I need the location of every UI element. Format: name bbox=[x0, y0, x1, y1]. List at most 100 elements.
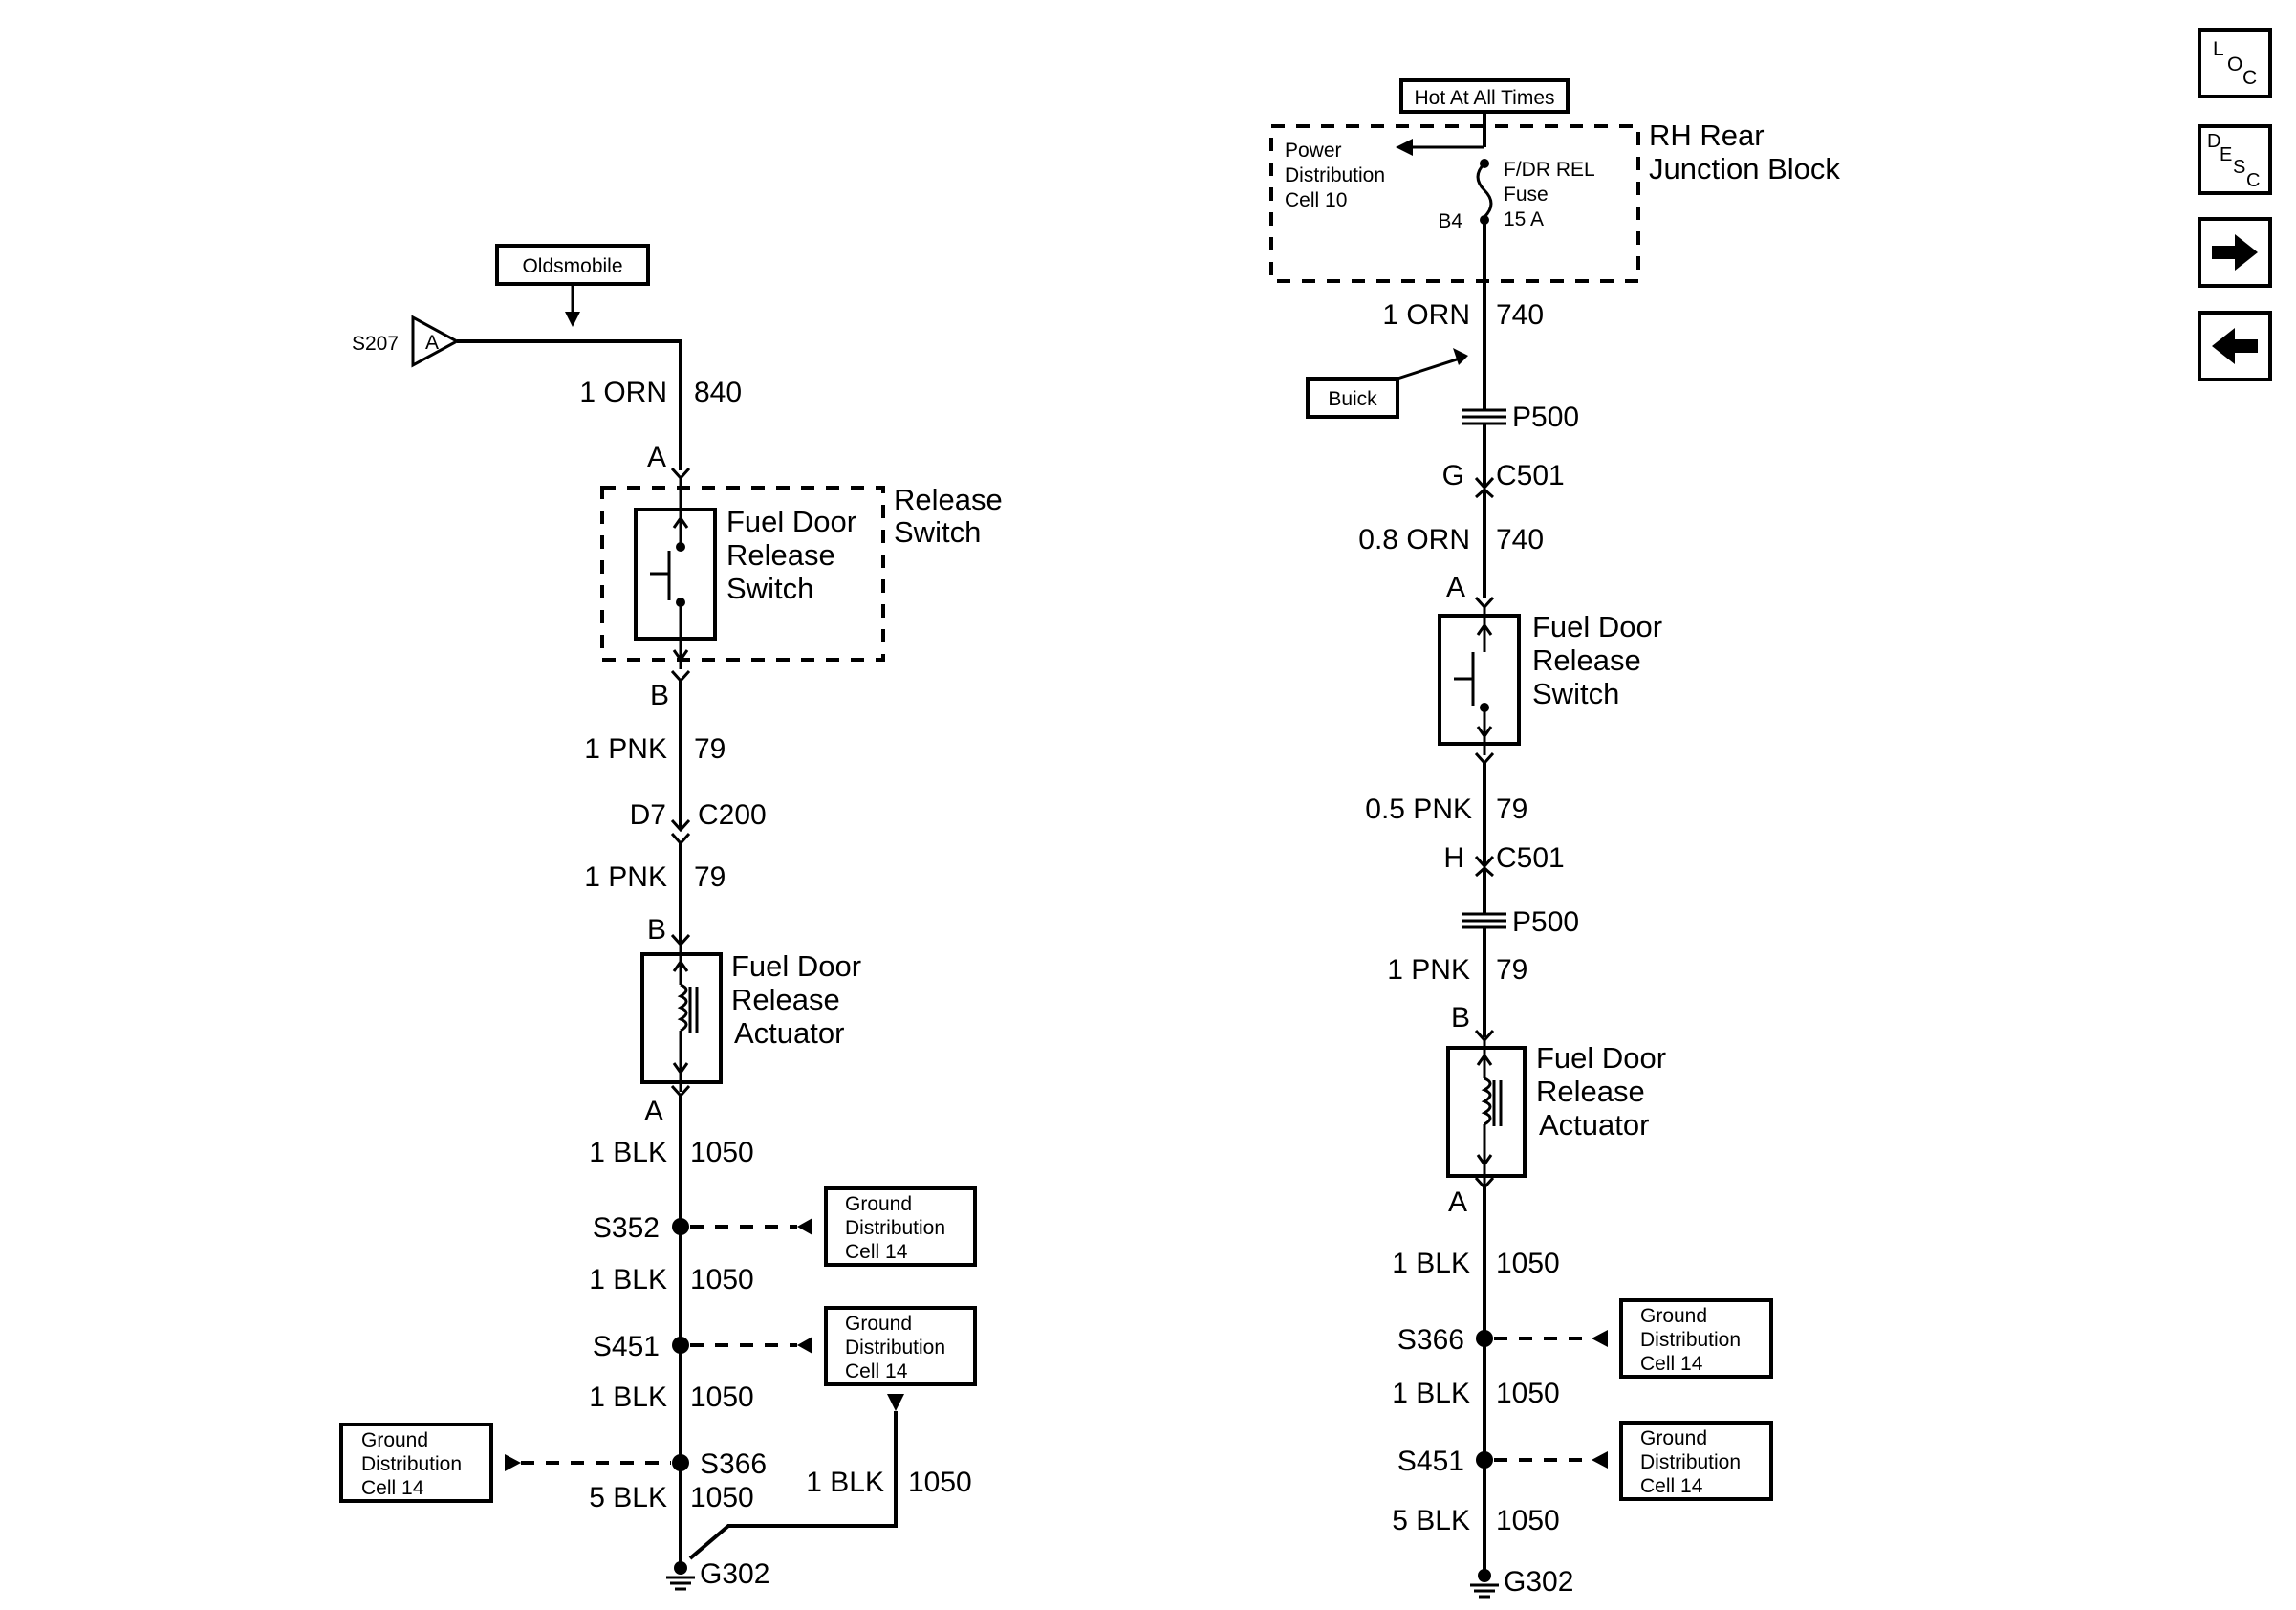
ground-distribution-box bbox=[1619, 1298, 1773, 1379]
ground-distribution-box bbox=[824, 1186, 977, 1267]
splice-s366: S366 bbox=[700, 1448, 767, 1480]
connector-pin: H bbox=[1443, 842, 1464, 874]
ground-distribution-label: Cell 14 bbox=[361, 1477, 424, 1499]
arrow-down-icon bbox=[565, 312, 580, 327]
desc-icon: D bbox=[2207, 131, 2220, 152]
pin-label: B bbox=[650, 680, 669, 711]
right-arrow-icon bbox=[2212, 234, 2258, 271]
splice-s366: S366 bbox=[1397, 1324, 1464, 1356]
actuator-label: Actuator bbox=[734, 1016, 844, 1050]
pin-label: B bbox=[1451, 1002, 1470, 1033]
next-button[interactable] bbox=[2198, 217, 2272, 288]
wire-circuit-label: 79 bbox=[694, 733, 726, 765]
connector-c501: C501 bbox=[1496, 842, 1565, 874]
ground-g302: G302 bbox=[700, 1558, 769, 1590]
buick-label-box bbox=[1306, 377, 1399, 419]
ground-distribution-label: Cell 14 bbox=[1640, 1353, 1703, 1375]
wire-gauge-label: 1 BLK bbox=[806, 1467, 884, 1498]
wire-gauge-label: 1 ORN bbox=[1382, 299, 1470, 331]
wire-gauge-label: 0.8 ORN bbox=[1358, 524, 1470, 555]
ground-distribution-label: Ground bbox=[845, 1193, 912, 1215]
release-switch-enclosure bbox=[600, 486, 885, 662]
wire-circuit-label: 1050 bbox=[690, 1137, 754, 1168]
prev-button[interactable] bbox=[2198, 311, 2272, 381]
splice-s207-pin: A bbox=[425, 332, 439, 354]
switch-label: Fuel Door bbox=[1532, 610, 1662, 643]
fuse-label: 15 A bbox=[1504, 208, 1544, 230]
ground-distribution-label: Ground bbox=[845, 1313, 912, 1335]
splice-s352: S352 bbox=[593, 1212, 660, 1244]
pin-label: A bbox=[647, 442, 666, 473]
ground-distribution-label: Cell 14 bbox=[1640, 1475, 1703, 1497]
actuator-label: Fuel Door bbox=[731, 949, 861, 983]
loc-icon: L bbox=[2213, 38, 2224, 60]
release-switch-label: Release bbox=[894, 483, 1003, 516]
ground-distribution-label: Ground bbox=[1640, 1427, 1707, 1449]
ground-distribution-label: Distribution bbox=[361, 1453, 462, 1475]
wire-circuit-label: 1050 bbox=[1496, 1378, 1560, 1409]
splice-dot bbox=[672, 1337, 689, 1354]
pin-label: A bbox=[644, 1096, 663, 1127]
ground-distribution-label: Distribution bbox=[1640, 1329, 1741, 1351]
fuel-door-release-switch bbox=[1438, 614, 1521, 746]
power-distribution-label: Cell 10 bbox=[1285, 189, 1347, 211]
connector-c200: C200 bbox=[698, 799, 767, 831]
pin-label: B bbox=[647, 914, 666, 946]
wire-gauge-label: 1 BLK bbox=[589, 1264, 667, 1295]
power-distribution-label: Distribution bbox=[1285, 164, 1385, 186]
ground-distribution-label: Distribution bbox=[1640, 1451, 1741, 1473]
switch-label: Fuel Door bbox=[726, 505, 856, 538]
wire-circuit-label: 1050 bbox=[690, 1264, 754, 1295]
ground-distribution-box bbox=[1619, 1421, 1773, 1501]
desc-button[interactable]: D E S C bbox=[2198, 124, 2272, 195]
wire-circuit-label: 740 bbox=[1496, 299, 1544, 331]
svg-text:C: C bbox=[2242, 67, 2257, 89]
svg-text:S: S bbox=[2233, 157, 2245, 178]
pin-label: A bbox=[1448, 1186, 1467, 1218]
svg-text:O: O bbox=[2227, 54, 2242, 76]
oldsmobile-label: Oldsmobile bbox=[522, 255, 622, 277]
connector-p500: P500 bbox=[1512, 402, 1579, 433]
splice-s451: S451 bbox=[1397, 1446, 1464, 1477]
power-distribution-label: Power bbox=[1285, 140, 1342, 162]
wire-gauge-label: 1 BLK bbox=[1392, 1378, 1470, 1409]
junction-block-label: Junction Block bbox=[1649, 152, 1840, 185]
splice-dot bbox=[672, 1218, 689, 1235]
wire-circuit-label: 1050 bbox=[690, 1482, 754, 1513]
junction-block-label: RH Rear bbox=[1649, 119, 1765, 152]
splice-dot bbox=[1476, 1451, 1493, 1469]
wire-gauge-label: 0.5 PNK bbox=[1365, 794, 1472, 825]
wire-gauge-label: 1 PNK bbox=[584, 861, 667, 893]
ground-distribution-label: Distribution bbox=[845, 1337, 945, 1359]
fuel-door-release-switch bbox=[634, 508, 717, 641]
switch-label: Release bbox=[1532, 643, 1641, 677]
nav-buttons: L O C D E S C bbox=[2198, 28, 2272, 381]
left-circuit: Oldsmobile S207 A 1 ORN 840 A Release Sw… bbox=[339, 244, 1003, 1591]
switch-label: Release bbox=[726, 538, 835, 572]
fuse-label: Fuse bbox=[1504, 184, 1549, 206]
connector-c501: C501 bbox=[1496, 460, 1565, 491]
actuator-label: Release bbox=[731, 983, 840, 1016]
svg-text:E: E bbox=[2220, 144, 2232, 165]
junction-block-enclosure bbox=[1269, 124, 1640, 283]
wire-gauge-label: 5 BLK bbox=[1392, 1505, 1470, 1536]
ground-distribution-label: Ground bbox=[361, 1429, 428, 1451]
fuse-pin: B4 bbox=[1438, 210, 1462, 232]
wire-circuit-label: 79 bbox=[1496, 794, 1527, 825]
wire-gauge-label: 1 PNK bbox=[1387, 954, 1470, 986]
splice-s451: S451 bbox=[593, 1331, 660, 1362]
ground-distribution-label: Ground bbox=[1640, 1305, 1707, 1327]
wire-circuit-label: 1050 bbox=[1496, 1248, 1560, 1279]
ground-distribution-box bbox=[339, 1423, 493, 1503]
wire-gauge-label: 5 BLK bbox=[589, 1482, 667, 1513]
loc-button[interactable]: L O C bbox=[2198, 28, 2272, 98]
ground-g302: G302 bbox=[1504, 1566, 1573, 1598]
wire-circuit-label: 1050 bbox=[1496, 1505, 1560, 1536]
splice-dot bbox=[672, 1454, 689, 1471]
hot-at-all-times-label: Hot At All Times bbox=[1414, 87, 1554, 109]
switch-label: Switch bbox=[1532, 677, 1619, 710]
actuator-label: Fuel Door bbox=[1536, 1041, 1666, 1075]
fuse-label: F/DR REL bbox=[1504, 159, 1595, 181]
pin-label: A bbox=[1446, 572, 1465, 603]
